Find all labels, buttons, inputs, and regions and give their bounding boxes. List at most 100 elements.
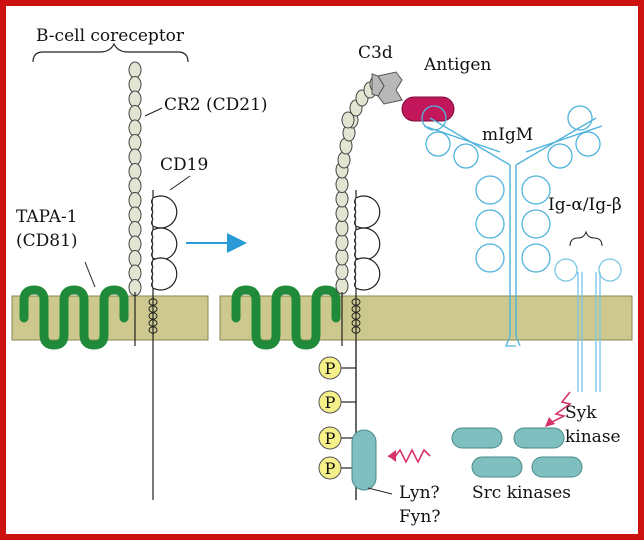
cd19-left [148,190,178,500]
cd19-tm-coil [148,312,158,320]
antigen-shape [401,96,455,122]
fyn-label: Fyn? [399,507,440,527]
cr2-bead [128,206,142,224]
cd19-tm-coil [351,305,361,313]
igm-fab-domain [575,131,601,157]
cr2-bead [335,176,349,193]
cr2-bead [128,90,142,108]
igm-fab-domain [453,143,479,169]
cr2-bead [335,277,349,295]
antigen-label: Antigen [423,55,491,75]
phosphate-label: P [325,359,336,378]
cd19-label: CD19 [160,155,208,175]
membrane-right [219,295,633,341]
lyn-label: Lyn? [399,483,440,503]
igm-constant-domain [475,243,505,273]
cr2-bead [128,105,142,122]
igm-fab-domain [425,131,451,157]
cr2-bead [128,177,142,195]
cd19-tm-coil [148,319,158,327]
cr2-bead [335,219,349,237]
cd19-tm-coil [351,326,361,334]
kinase-shape-1 [451,427,503,449]
cd19-tm-coil [351,298,361,306]
syk-signal-arrow [547,391,572,425]
cd19-tm-coil [351,312,361,320]
cr2-bead [128,264,142,282]
tapa1-label-2: (CD81) [16,231,78,251]
syk-kinase-shape [513,427,565,449]
cd19-hinge [151,229,154,259]
ig-ab-brace [569,230,603,247]
cr2-bead [335,190,349,208]
tapa1-label-1: TAPA-1 [16,207,77,227]
coreceptor-brace [32,42,189,63]
igm-variable-domain [421,105,447,131]
cr2-bead [128,76,142,93]
c3d-label: C3d [358,43,393,63]
cr2-bead [128,163,142,180]
cd19-ig-domain [152,257,178,291]
tapa1-pointer [84,261,96,288]
syk-label-2: kinase [565,427,621,447]
phosphate-circle [318,456,342,480]
kinase-shape-4 [531,456,583,478]
src-kinases-label: Src kinases [472,483,571,503]
cd19-tm-coil [148,305,158,313]
igm-tail [515,335,521,347]
phosphate-circle [318,426,342,450]
phosphate-label: P [325,429,336,448]
cd19-hinge [354,197,357,227]
cd19-ig-domain [152,227,178,261]
ig-beta-domain [598,258,622,282]
ig-ab-label: Ig-α/Ig-β [548,195,622,215]
phosphate-circle [318,390,342,414]
cr2-bead [341,111,355,129]
cr2-chain-right [335,75,383,295]
tapa1-right [231,285,341,350]
igm-constant-domain [475,175,505,205]
cd19-hinge [151,197,154,227]
lyn-pointer [367,487,393,495]
cr2-bead [337,151,351,169]
igm-constant-domain [475,209,505,239]
lyn-signal-arrowhead [388,450,396,462]
tapa1-left [19,285,129,350]
syk-signal-arrowhead [545,417,555,427]
migm-label: mIgM [482,125,533,145]
cd19-tm-coil [351,319,361,327]
cd19-ig-domain [355,195,381,229]
lyn-fyn-kinase [351,429,377,491]
cr2-label: CR2 (CD21) [164,95,268,115]
cr2-bead [335,205,349,222]
cr2-chain-left [128,61,142,296]
igm-constant-domain [521,209,551,239]
cd19-ig-domain [355,257,381,291]
cd19-hinge [151,259,154,289]
ig-alpha-beta [554,258,622,392]
coreceptor-label: B-cell coreceptor [36,26,185,46]
ig-alpha-domain [554,258,578,282]
cr2-bead [128,192,142,209]
cr2-bead [128,148,142,166]
phosphate-circle [318,356,342,380]
cd19-pointer [169,175,191,191]
igm-tail [505,335,516,347]
cd19-ig-domain [152,195,178,229]
igm-fab-domain [547,143,573,169]
cd19-tm-coil [148,326,158,334]
cr2-pointer [144,107,163,117]
cd19-tm-coil [148,298,158,306]
kinase-shape-3 [471,456,523,478]
cr2-bead [128,61,142,79]
igm-constant-domain [521,175,551,205]
phosphate-label: P [325,393,336,412]
cr2-bead [128,134,142,151]
cr2-bead [128,235,142,253]
cd19-hinge [354,259,357,289]
cd19-ig-domain [355,227,381,261]
cr2-bead [335,248,349,266]
cr2-bead [128,250,142,267]
